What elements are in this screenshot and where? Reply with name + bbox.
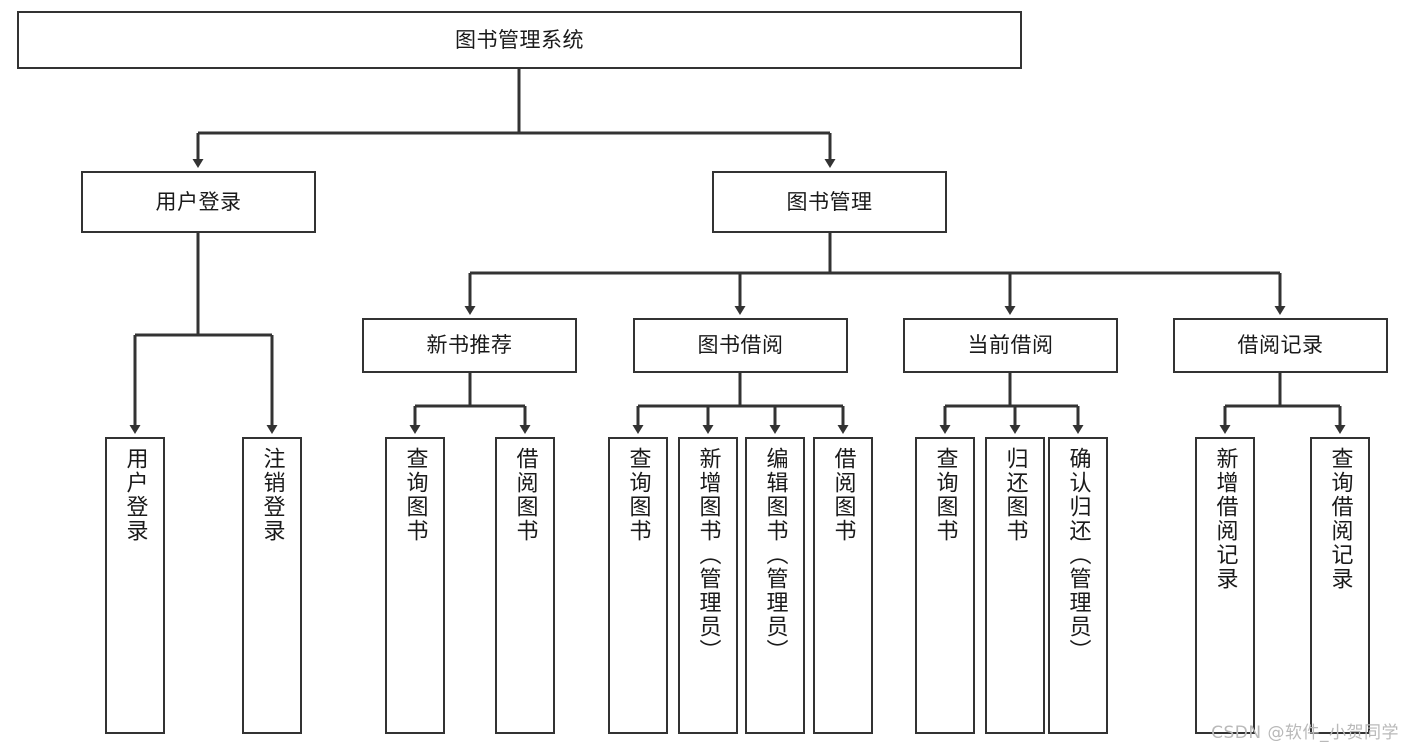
node-new-book-recommend-label: 新书推荐: [426, 333, 513, 358]
leaf-borrow-book-1-label: 借阅图书: [512, 447, 538, 543]
node-borrow-record-label: 借阅记录: [1237, 333, 1324, 358]
node-user-login-label: 用户登录: [155, 189, 242, 214]
leaf-query-book-2[interactable]: 查询图书: [608, 437, 668, 734]
leaf-return-book-label: 归还图书: [1002, 447, 1028, 543]
node-borrow-record[interactable]: 借阅记录: [1173, 318, 1388, 373]
leaf-query-book-1[interactable]: 查询图书: [385, 437, 445, 734]
node-current-borrow-label: 当前借阅: [967, 333, 1054, 358]
node-current-borrow[interactable]: 当前借阅: [903, 318, 1118, 373]
leaf-logout[interactable]: 注销登录: [242, 437, 302, 734]
node-root[interactable]: 图书管理系统: [17, 11, 1022, 69]
leaf-query-book-3-label: 查询图书: [932, 447, 958, 543]
leaf-user-login-label: 用户登录: [122, 447, 148, 543]
node-new-book-recommend[interactable]: 新书推荐: [362, 318, 577, 373]
node-book-borrow[interactable]: 图书借阅: [633, 318, 848, 373]
leaf-edit-book-admin-label: 编辑图书（管理员）: [762, 447, 788, 663]
leaf-add-borrow-record-label: 新增借阅记录: [1212, 447, 1238, 591]
leaf-add-borrow-record[interactable]: 新增借阅记录: [1195, 437, 1255, 734]
leaf-borrow-book-1[interactable]: 借阅图书: [495, 437, 555, 734]
node-user-login[interactable]: 用户登录: [81, 171, 316, 233]
leaf-logout-label: 注销登录: [259, 447, 285, 543]
leaf-return-book[interactable]: 归还图书: [985, 437, 1045, 734]
leaf-user-login[interactable]: 用户登录: [105, 437, 165, 734]
leaf-query-book-2-label: 查询图书: [625, 447, 651, 543]
leaf-query-borrow-record-label: 查询借阅记录: [1327, 447, 1353, 591]
node-root-label: 图书管理系统: [455, 27, 584, 52]
leaf-confirm-return-admin-label: 确认归还（管理员）: [1065, 447, 1091, 663]
leaf-query-book-1-label: 查询图书: [402, 447, 428, 543]
leaf-borrow-book-2[interactable]: 借阅图书: [813, 437, 873, 734]
node-book-manage-label: 图书管理: [786, 189, 873, 214]
node-book-manage[interactable]: 图书管理: [712, 171, 947, 233]
node-book-borrow-label: 图书借阅: [697, 333, 784, 358]
watermark: CSDN @软件_小贺同学: [1211, 723, 1399, 743]
leaf-edit-book-admin[interactable]: 编辑图书（管理员）: [745, 437, 805, 734]
leaf-confirm-return-admin[interactable]: 确认归还（管理员）: [1048, 437, 1108, 734]
leaf-add-book-admin-label: 新增图书（管理员）: [695, 447, 721, 663]
leaf-borrow-book-2-label: 借阅图书: [830, 447, 856, 543]
leaf-add-book-admin[interactable]: 新增图书（管理员）: [678, 437, 738, 734]
leaf-query-book-3[interactable]: 查询图书: [915, 437, 975, 734]
leaf-query-borrow-record[interactable]: 查询借阅记录: [1310, 437, 1370, 734]
